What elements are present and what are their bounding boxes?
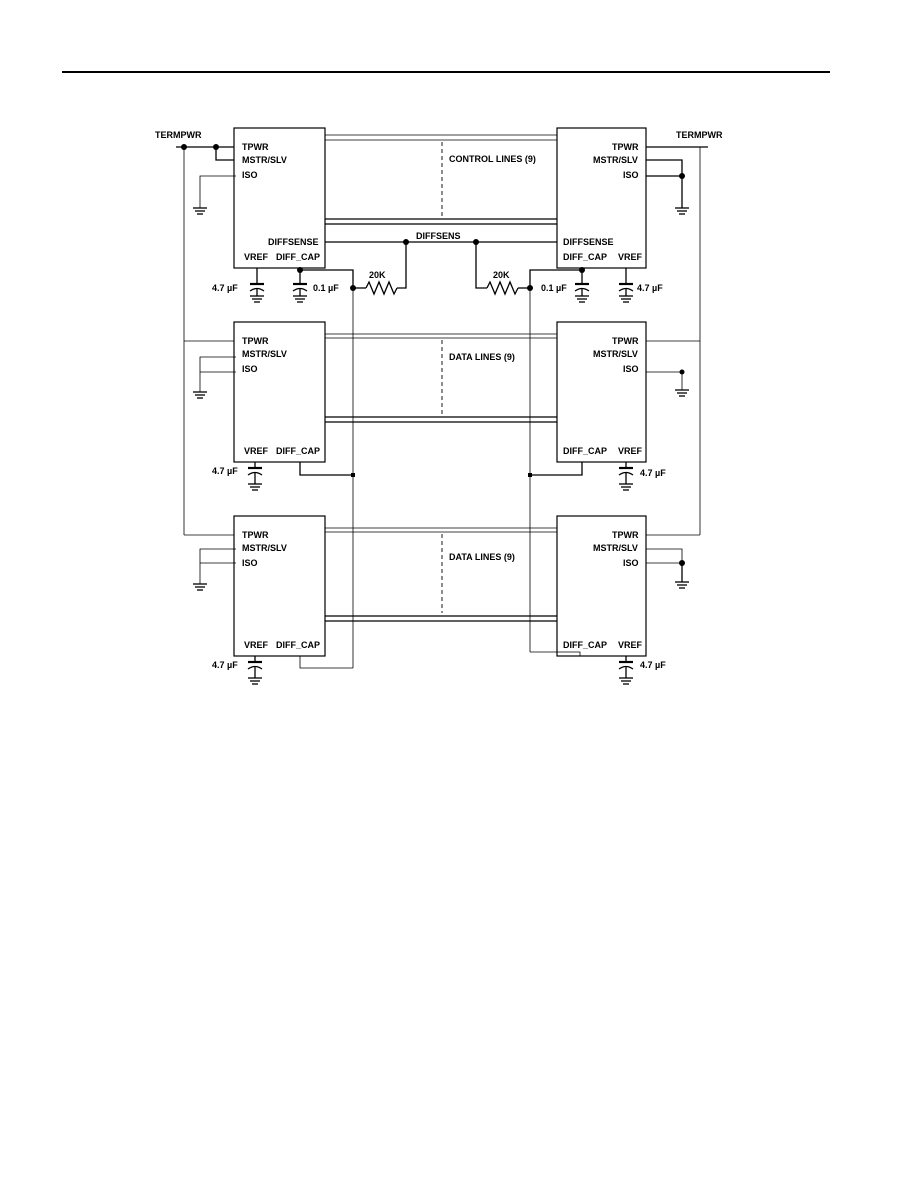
schematic-label: DIFFSENSE (268, 237, 319, 247)
capacitor-plate (574, 287, 590, 292)
schematic-label: TPWR (612, 530, 639, 540)
schematic-label: MSTR/SLV (242, 543, 287, 553)
schematic-label: MSTR/SLV (593, 349, 638, 359)
schematic-label: ISO (242, 364, 258, 374)
wire-path (365, 280, 398, 296)
diffsens-label: DIFFSENS (416, 231, 461, 241)
schematic-label: DIFF_CAP (276, 252, 320, 262)
schematic-label: ISO (623, 558, 639, 568)
component-box (556, 127, 647, 269)
schematic-label: DIFF_CAP (276, 640, 320, 650)
wire-path (299, 462, 353, 476)
capacitor-plate (618, 471, 634, 476)
wire-path (299, 268, 354, 288)
schematic-label: 4.7 µF (640, 660, 666, 670)
schematic-label: 20K (369, 270, 386, 280)
schematic-label: DIFFSENSE (563, 237, 614, 247)
component-box (556, 515, 647, 657)
data-lines-label-1: DATA LINES (9) (449, 352, 515, 362)
wire-path (397, 242, 407, 289)
schematic-label: ISO (242, 558, 258, 568)
control-lines-label: CONTROL LINES (9) (449, 154, 536, 164)
wire-path (199, 548, 236, 564)
wire-path (299, 656, 353, 669)
wire-path (215, 147, 236, 161)
schematic-label: VREF (618, 252, 643, 262)
schematic-label: MSTR/SLV (242, 155, 287, 165)
schematic-label: TPWR (242, 336, 269, 346)
component-box (233, 127, 326, 269)
wire-path (646, 371, 683, 390)
schematic-label: 20K (493, 270, 510, 280)
junction-dot (679, 369, 685, 375)
wire-path (486, 280, 519, 296)
schematic-label: 4.7 µF (212, 283, 238, 293)
schematic-label: VREF (244, 640, 269, 650)
schematic-label: DIFF_CAP (276, 446, 320, 456)
schematic-label: VREF (244, 252, 269, 262)
schematic-label: 0.1 µF (313, 283, 339, 293)
schematic-label: DIFF_CAP (563, 446, 607, 456)
capacitor-plate (618, 287, 634, 292)
component-box (351, 473, 355, 477)
wire-path (530, 651, 581, 656)
schematic-label: TPWR (242, 530, 269, 540)
component-box (556, 321, 647, 463)
schematic-label: ISO (623, 170, 639, 180)
wire-path (530, 462, 583, 476)
schematic-label: ISO (242, 170, 258, 180)
wire-path (199, 356, 236, 373)
schematic-label: 0.1 µF (541, 283, 567, 293)
schematic-label: VREF (618, 446, 643, 456)
schematic-label: ISO (623, 364, 639, 374)
termpwr-label-left: TERMPWR (155, 130, 202, 140)
schematic-label: TPWR (242, 142, 269, 152)
wire-path (199, 175, 236, 208)
schematic-label: DIFF_CAP (563, 252, 607, 262)
schematic-label: MSTR/SLV (593, 155, 638, 165)
component-box (233, 515, 326, 657)
data-lines-label-2: DATA LINES (9) (449, 552, 515, 562)
schematic-label: 4.7 µF (212, 466, 238, 476)
schematic-label: 4.7 µF (637, 283, 663, 293)
component-box (233, 321, 326, 463)
schematic-label: TPWR (612, 142, 639, 152)
wire-path (475, 242, 487, 289)
schematic-label: VREF (618, 640, 643, 650)
component-box (528, 473, 532, 477)
termpwr-label-right: TERMPWR (676, 130, 723, 140)
schematic-label: MSTR/SLV (242, 349, 287, 359)
schematic-label: 4.7 µF (640, 468, 666, 478)
schematic-label: 4.7 µF (212, 660, 238, 670)
capacitor-plate (247, 665, 263, 670)
schematic-label: VREF (244, 446, 269, 456)
wire-path (646, 548, 683, 564)
capacitor-plate (618, 665, 634, 670)
schematic-label: TPWR (612, 336, 639, 346)
capacitor-plate (292, 287, 308, 292)
wire-path (646, 159, 683, 177)
capacitor-plate (247, 471, 263, 476)
schematic-label: MSTR/SLV (593, 543, 638, 553)
capacitor-plate (249, 287, 265, 292)
schematic-label: DIFF_CAP (563, 640, 607, 650)
